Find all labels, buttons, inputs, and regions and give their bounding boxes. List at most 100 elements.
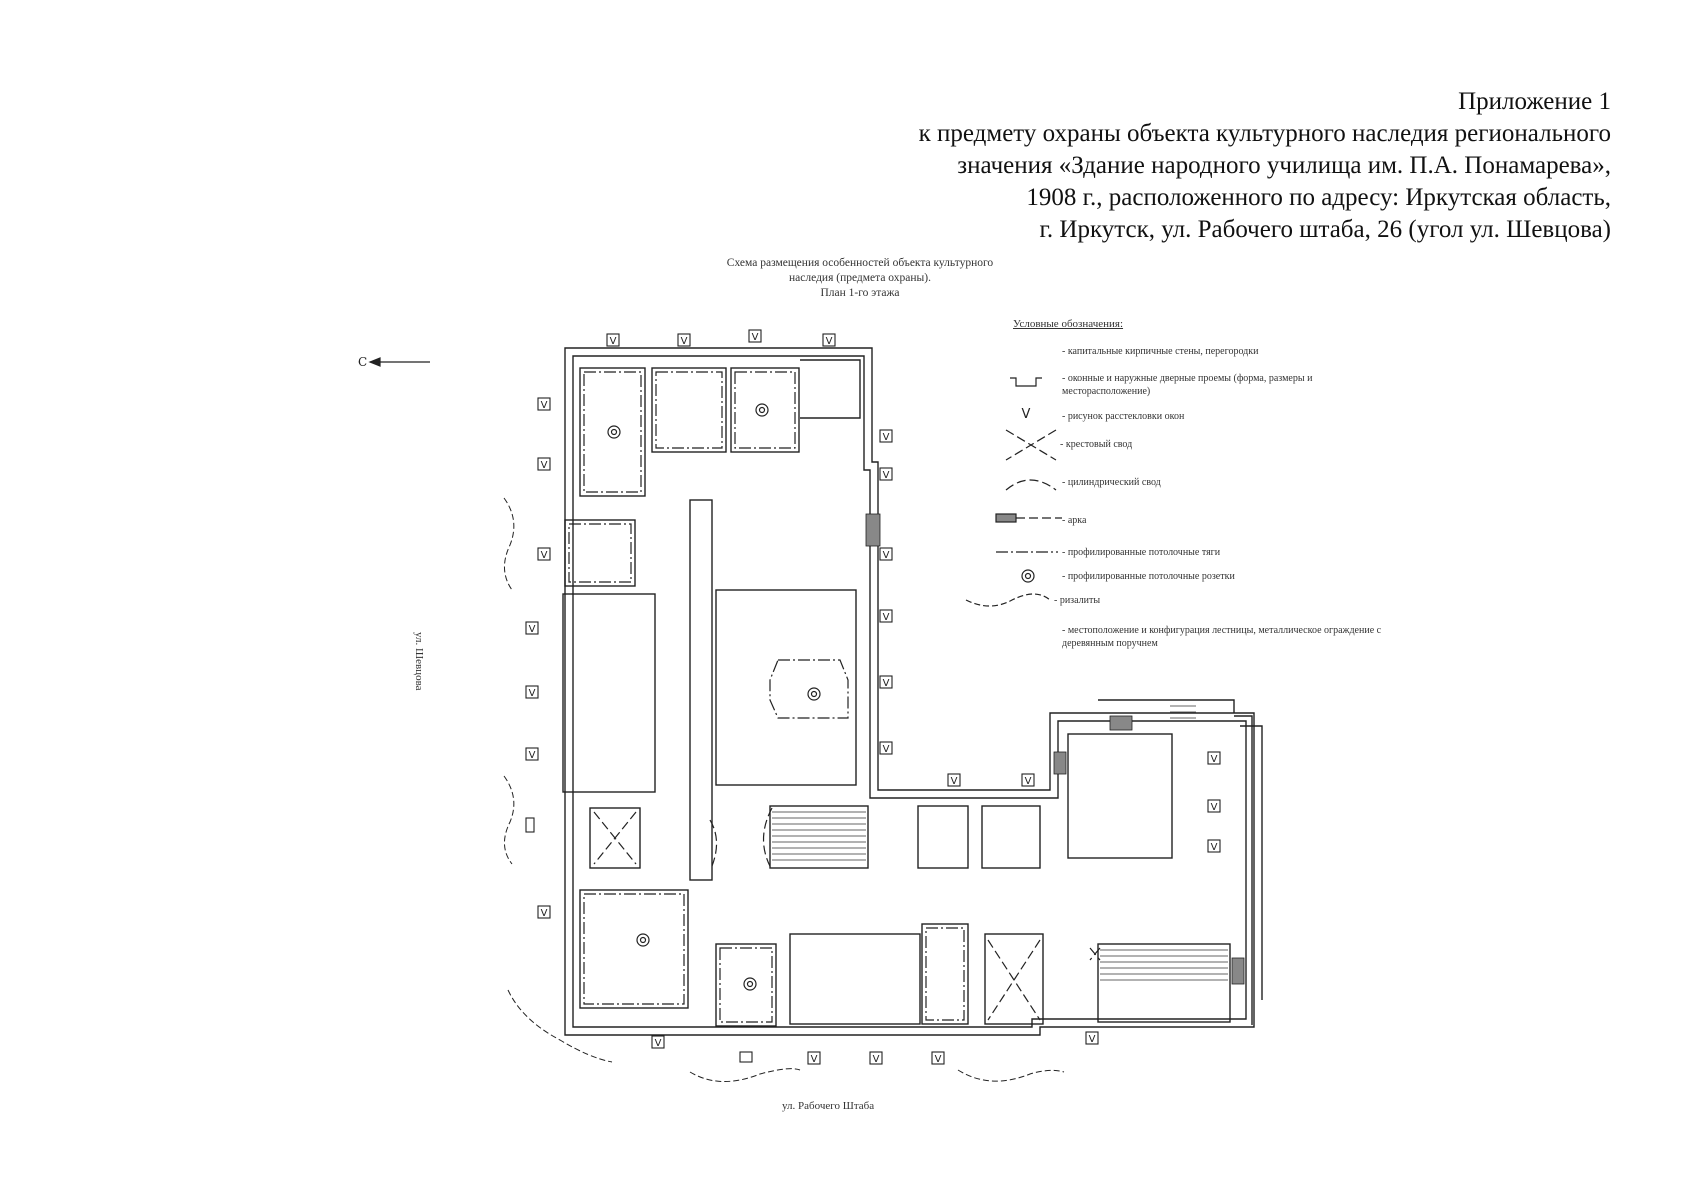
- appendix-header: Приложение 1 к предмету охраны объекта к…: [919, 86, 1611, 246]
- staircase: [769, 805, 869, 869]
- svg-text:V: V: [811, 1054, 818, 1065]
- stair-treads: [1100, 949, 1228, 981]
- legend-item: - местоположение и конфигурация лестницы…: [1062, 625, 1382, 649]
- svg-text:V: V: [1089, 1034, 1096, 1045]
- risalit-line: [507, 989, 613, 1063]
- wall: [1240, 725, 1263, 1000]
- ceiling-molding: [925, 927, 965, 1021]
- svg-text:V: V: [1211, 802, 1218, 813]
- risalit-line: [957, 1069, 1065, 1082]
- window-marker: V: [537, 457, 551, 471]
- ceiling-molding: [769, 659, 849, 719]
- header-line: значения «Здание народного училища им. П…: [957, 152, 1611, 179]
- svg-text:V: V: [1211, 754, 1218, 765]
- legend-sym-rosette: [1024, 572, 1032, 580]
- room: [715, 943, 777, 1027]
- north-arrow-head: [368, 357, 381, 367]
- window-marker: V: [879, 741, 893, 755]
- window-marker: V: [807, 1051, 821, 1065]
- svg-text:V: V: [529, 750, 536, 761]
- svg-text:V: V: [529, 624, 536, 635]
- room: [984, 933, 1044, 1025]
- svg-text:V: V: [951, 776, 958, 787]
- window-marker: V: [651, 1035, 665, 1049]
- svg-text:V: V: [529, 688, 536, 699]
- window-marker: V: [947, 773, 961, 787]
- ceiling-rosette: [758, 406, 766, 414]
- svg-text:V: V: [873, 1054, 880, 1065]
- svg-text:V: V: [541, 400, 548, 411]
- ceiling-rosette: [807, 687, 821, 701]
- window-marker: V: [525, 685, 539, 699]
- room: [789, 933, 921, 1025]
- caption-line: План 1-го этажа: [820, 287, 900, 299]
- window-marker: V: [537, 547, 551, 561]
- door-marker: [525, 817, 535, 833]
- svg-text:V: V: [883, 678, 890, 689]
- window-marker: V: [537, 905, 551, 919]
- ceiling-rosette: [743, 977, 757, 991]
- ceiling-molding: [568, 523, 632, 583]
- room: [562, 593, 656, 793]
- svg-text:V: V: [883, 470, 890, 481]
- stair-wing-wall: [1098, 699, 1235, 713]
- svg-text:V: V: [610, 336, 617, 347]
- legend-sym-cross-vault: [1005, 429, 1057, 461]
- cross-vault: [987, 939, 1041, 1021]
- arch: [1053, 751, 1067, 775]
- cross-vault: [593, 811, 637, 865]
- window-marker: V: [525, 621, 539, 635]
- legend-item: - рисунок расстекловки окон: [1062, 411, 1185, 422]
- header-line: Приложение 1: [1458, 88, 1611, 115]
- svg-text:V: V: [752, 332, 759, 343]
- outer-wall-inner-line: [572, 355, 1247, 1028]
- ceiling-rosette: [755, 403, 769, 417]
- svg-text:V: V: [935, 1054, 942, 1065]
- window-marker: V: [822, 333, 836, 347]
- street-label-left: ул. Шевцова: [413, 632, 425, 691]
- room: [730, 367, 800, 453]
- risalit-line: [689, 1068, 801, 1083]
- header-line: г. Иркутск, ул. Рабочего штаба, 26 (угол…: [1039, 216, 1611, 243]
- ceiling-rosette: [636, 933, 650, 947]
- window-marker: V: [869, 1051, 883, 1065]
- risalit-line: [503, 775, 515, 865]
- legend-sym-rosette: [1021, 569, 1035, 583]
- legend-item: - профилированные потолочные розетки: [1062, 571, 1235, 582]
- svg-text:V: V: [655, 1038, 662, 1049]
- svg-text:V: V: [1211, 842, 1218, 853]
- window-marker: V: [1021, 773, 1035, 787]
- legend-item: - крестовый свод: [1060, 439, 1133, 450]
- ceiling-molding: [583, 893, 685, 1005]
- ceiling-rosette: [610, 428, 618, 436]
- header-line: 1908 г., расположенного по адресу: Иркут…: [1026, 184, 1611, 211]
- cylindrical-vault: [763, 807, 773, 871]
- svg-text:V: V: [883, 432, 890, 443]
- stair-treads: [1170, 705, 1196, 719]
- window-marker: V: [931, 1051, 945, 1065]
- svg-text:V: V: [681, 336, 688, 347]
- stair-treads: [772, 811, 866, 861]
- room: [800, 359, 861, 419]
- legend-sym-cylindrical-vault: [1005, 479, 1057, 491]
- room: [1067, 733, 1173, 859]
- legend-item: - оконные и наружные дверные проемы (фор…: [1062, 373, 1313, 397]
- legend-item: - цилиндрический свод: [1062, 477, 1161, 488]
- window-marker: V: [606, 333, 620, 347]
- caption-line: Схема размещения особенностей объекта ку…: [726, 257, 994, 269]
- wc: [917, 805, 969, 869]
- window-marker: V: [537, 397, 551, 411]
- window-marker: V: [1207, 839, 1221, 853]
- svg-text:V: V: [541, 908, 548, 919]
- room: [564, 519, 636, 587]
- cylindrical-vault: [709, 819, 718, 867]
- door-marker: [739, 1051, 753, 1063]
- hall: [715, 589, 857, 786]
- window-marker: V: [748, 329, 762, 343]
- room: [579, 889, 689, 1009]
- arch: [865, 513, 881, 547]
- corridor: [689, 499, 713, 881]
- arch: [1109, 715, 1133, 731]
- ceiling-molding: [583, 371, 642, 493]
- window-marker: V: [1207, 799, 1221, 813]
